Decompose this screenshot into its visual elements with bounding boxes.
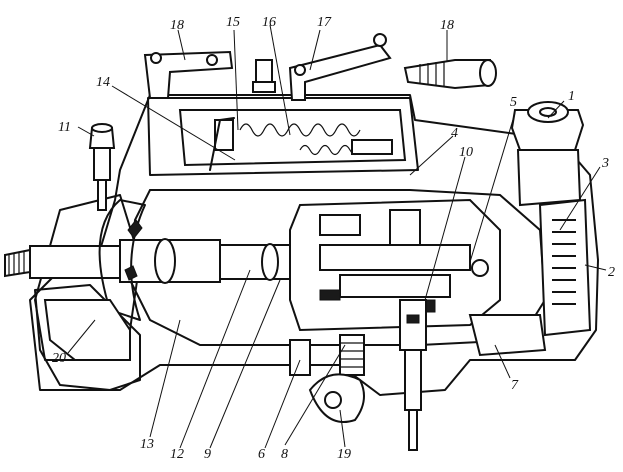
mounting-bracket — [43, 299, 131, 361]
callout-10: 10 — [459, 145, 473, 160]
callout-5: 5 — [510, 95, 517, 110]
governor-cover — [143, 33, 497, 176]
callout-1: 1 — [568, 89, 575, 104]
callout-11: 11 — [58, 120, 71, 135]
lower-valves — [289, 299, 547, 451]
callout-17: 17 — [317, 15, 332, 30]
callout-14: 14 — [96, 75, 110, 90]
delivery-valve-holder — [510, 101, 592, 337]
callout-2: 2 — [608, 265, 615, 280]
callout-19: 19 — [337, 447, 351, 462]
callout-16: 16 — [262, 15, 276, 30]
callout-9: 9 — [204, 447, 211, 462]
callout-7: 7 — [511, 378, 519, 393]
callout-6: 6 — [258, 447, 265, 462]
callout-18-left: 18 — [170, 18, 184, 33]
callout-20: 20 — [52, 351, 66, 366]
callout-13: 13 — [140, 437, 154, 452]
callout-12: 12 — [170, 447, 184, 462]
callout-4: 4 — [451, 126, 458, 141]
callout-3: 3 — [601, 156, 609, 171]
callout-labels: 1 2 3 4 5 6 7 8 9 10 11 12 13 14 15 16 1… — [52, 15, 615, 462]
callout-18-right: 18 — [440, 18, 454, 33]
callout-15: 15 — [226, 15, 240, 30]
drive-coupling — [98, 199, 146, 321]
fuel-inlet-fitting — [88, 123, 116, 211]
drive-shaft — [4, 238, 311, 284]
callout-8: 8 — [281, 447, 288, 462]
leader-lines — [67, 24, 607, 449]
governor-spring — [209, 117, 393, 171]
hydraulic-head — [289, 198, 501, 332]
